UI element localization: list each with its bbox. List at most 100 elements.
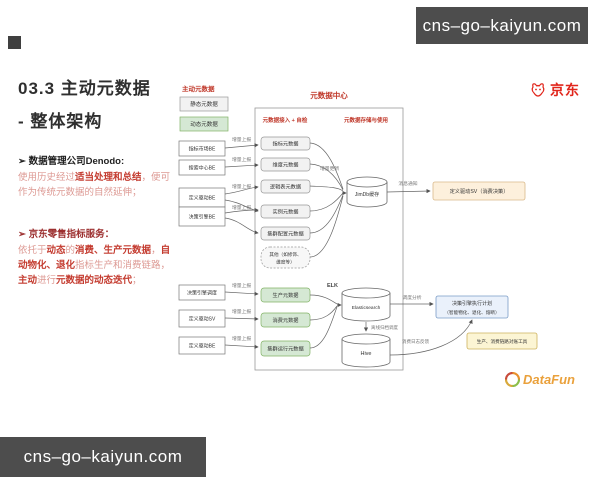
legend-static-box xyxy=(179,96,229,112)
watermark-bottom: cns–go–kaiyun.com xyxy=(0,437,206,477)
arrow-label: 增量上报 xyxy=(232,183,251,190)
text-segment: 消费、生产元数据 xyxy=(75,245,152,256)
cache-label: JimDb缓存 xyxy=(355,191,379,198)
text-segment: 的 xyxy=(65,245,76,256)
arrow-label: 增量上报 xyxy=(232,308,251,315)
title-line-2: - 整体架构 xyxy=(18,112,103,131)
static-box-label: 指标元数据 xyxy=(273,140,299,148)
es-label: Elasticsearch xyxy=(352,305,381,311)
engine-label-line2: （智能物化、退化、熔断） xyxy=(444,309,499,316)
watermark-top: cns–go–kaiyun.com xyxy=(416,7,588,44)
arrow-label: 调度分析 xyxy=(402,294,421,301)
source-label: 决策引擎调度 xyxy=(187,290,217,297)
arrow-label: 增量更新 xyxy=(320,165,339,172)
arrow-label: 增量上报 xyxy=(232,335,251,342)
datafun-logo: DataFun xyxy=(505,372,575,387)
static-metadata-boxes: 指标元数据 维度元数据 逻辑表元数据 实例元数据 集群配置元数据 其他（如修饰、… xyxy=(260,136,311,269)
architecture-diagram: 主动元数据 静态元数据 动态元数据 元数据中心 元数据接入 + 自检 元数据存储… xyxy=(178,84,538,371)
static-box xyxy=(260,226,311,241)
source-boxes-bottom: 决策引擎调度 定义驱动SV 定义驱动BE xyxy=(178,284,226,355)
jd-logo-text: 京东 xyxy=(550,82,580,98)
bullet-jd-retail: ➢ 京东零售指标服务： 依托于动态的消费、生产元数据，自动物化、退化指标生产和消… xyxy=(18,226,172,288)
text-segment: 动态 xyxy=(46,245,66,256)
link-tool-label: 生产、消费链路对账工具 xyxy=(477,338,528,345)
header-ingest: 元数据接入 + 自检 xyxy=(263,116,308,124)
legend-dynamic-box xyxy=(179,116,229,132)
hive-feedback-arrow xyxy=(389,319,473,356)
dynamic-box-label: 生产元数据 xyxy=(273,291,299,299)
elasticsearch-store: Elasticsearch xyxy=(341,287,391,322)
arrow-label: 增量上报 xyxy=(232,282,251,289)
arrow-label: 离线归档调度 xyxy=(371,324,398,331)
source-boxes-top: 指标市场BE 搜索中心BE 定义驱动BE 决策引擎BE xyxy=(178,140,226,227)
bullet-denodo-header: ➢ 数据管理公司Denodo: xyxy=(18,156,125,167)
static-to-cache-arrows xyxy=(309,142,347,258)
datafun-icon xyxy=(505,372,520,387)
static-box xyxy=(260,157,311,172)
static-box xyxy=(260,204,311,219)
decision-engine-box xyxy=(435,295,509,319)
source-box xyxy=(178,309,226,328)
text-segment: 主动 xyxy=(18,275,38,286)
metadata-center-container xyxy=(254,107,404,371)
bullet-jd-retail-paragraph: 依托于动态的消费、生产元数据，自动物化、退化指标生产和消费链路，主动进行元数据的… xyxy=(18,243,172,288)
source-label: 搜索中心BE xyxy=(189,165,216,172)
arrow-label: 消息通知 xyxy=(398,180,417,187)
header-storage: 元数据存储与使用 xyxy=(344,116,388,124)
arrow-label: 增量上报 xyxy=(232,204,251,211)
other-metadata-box xyxy=(260,246,311,269)
static-box-label: 实例元数据 xyxy=(273,208,299,216)
source-label: 定义驱动BE xyxy=(189,195,216,202)
jd-logo: 京东 xyxy=(529,80,580,100)
other-box-line1: 其他（如修饰、 xyxy=(269,251,301,258)
static-box-label: 集群配置元数据 xyxy=(267,230,303,238)
dynamic-box xyxy=(260,340,311,357)
arrow-label: 增量上报 xyxy=(232,136,251,143)
incr-report-labels: 增量上报 增量上报 增量上报 增量上报 增量上报 增量上报 增量上报 xyxy=(232,136,251,342)
datafun-logo-text: DataFun xyxy=(523,372,575,387)
legend-static-label: 静态元数据 xyxy=(190,100,218,108)
source-label: 定义驱动SV xyxy=(189,316,216,323)
source-box xyxy=(178,206,226,227)
text-segment: 元数据的动态迭代 xyxy=(56,275,133,286)
engine-label-line1: 决策引擎执行计划 xyxy=(452,300,492,307)
sv-consumer-box xyxy=(432,181,526,201)
sv-consumer-label: 定义驱动SV（消费决策） xyxy=(450,187,509,195)
hive-store: Hive xyxy=(341,333,391,368)
text-segment: 进行 xyxy=(37,275,57,286)
bullet-denodo-paragraph: 使用历史经过适当处理和总结，便可作为传统元数据的自然延伸； xyxy=(18,170,172,200)
ingest-arrows xyxy=(224,143,259,349)
source-box xyxy=(178,336,226,355)
cache-to-sv-arrow xyxy=(386,188,431,194)
jd-dog-icon xyxy=(531,83,545,97)
static-box xyxy=(260,136,311,151)
arrow-label: 增量上报 xyxy=(232,156,251,163)
jimdb-cache-store: JimDb缓存 xyxy=(346,176,388,208)
dynamic-box-label: 集群运行元数据 xyxy=(267,345,303,353)
legend-title: 主动元数据 xyxy=(182,84,215,93)
bullet-denodo: ➢ 数据管理公司Denodo: 使用历史经过适当处理和总结，便可作为传统元数据的… xyxy=(18,153,172,200)
text-segment: ； xyxy=(132,275,142,286)
slide-corner-mark xyxy=(8,36,21,49)
text-segment: 使用历史经过 xyxy=(18,172,76,183)
text-segment: 适当处理和总结 xyxy=(75,172,142,183)
dynamic-metadata-boxes: 生产元数据 消费元数据 集群运行元数据 xyxy=(260,287,311,357)
bullet-jd-retail-header: ➢ 京东零售指标服务： xyxy=(18,229,115,240)
source-label: 定义驱动BE xyxy=(189,343,216,350)
title-line-1: 03.3 主动元数据 xyxy=(18,79,151,98)
metadata-center-title: 元数据中心 xyxy=(310,90,348,100)
legend-dynamic-label: 动态元数据 xyxy=(190,120,218,128)
static-box-label: 维度元数据 xyxy=(273,161,299,169)
dynamic-box-label: 消费元数据 xyxy=(273,316,299,324)
static-box xyxy=(260,179,311,194)
text-segment: 依托于 xyxy=(18,245,47,256)
source-label: 指标市场BE xyxy=(189,146,216,153)
arrow-label: 消费日志反馈 xyxy=(402,338,429,345)
source-box xyxy=(178,140,226,157)
text-segment: 自动物化、退化 xyxy=(18,245,171,271)
link-tool-box xyxy=(466,332,538,350)
text-segment: 指标生产和消费链路， xyxy=(75,260,171,271)
other-box-line2: 维度等） xyxy=(276,259,294,266)
dynamic-to-es-arrows xyxy=(309,294,342,349)
